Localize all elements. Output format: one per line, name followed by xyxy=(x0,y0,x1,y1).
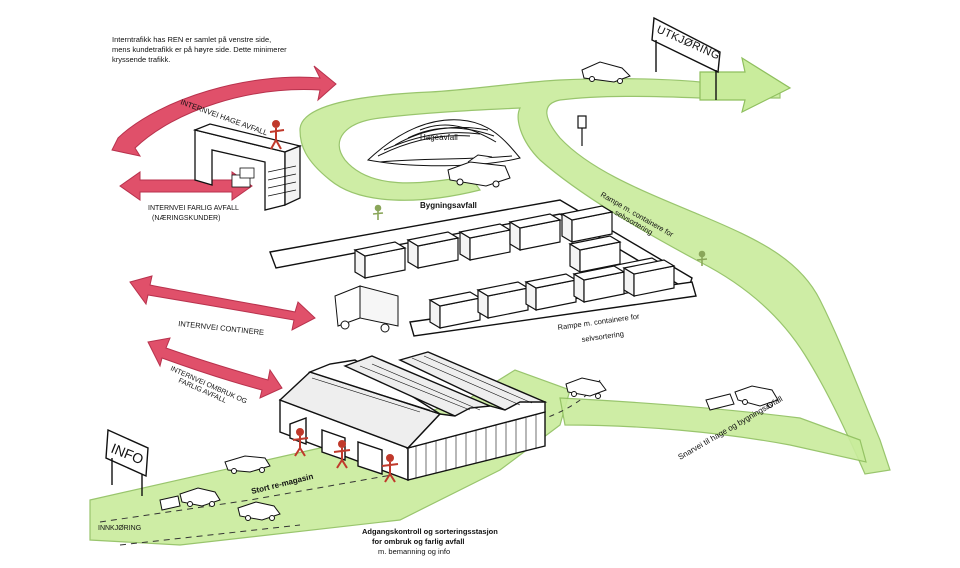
container-2 xyxy=(406,231,460,270)
staff-figure-4 xyxy=(381,454,399,483)
garden-waste-heap xyxy=(366,119,521,167)
label-construction-waste: Bygningsavfall xyxy=(420,201,477,210)
container-3 xyxy=(458,223,512,262)
arrow-internal-hazardous xyxy=(119,171,253,201)
car-entry-3 xyxy=(237,501,281,521)
label-garden-waste: Hageavfall xyxy=(420,133,458,142)
camera-pole xyxy=(577,115,587,146)
label-internal-hazardous-1: INTERNVEI FARLIG AVFALL xyxy=(148,205,239,212)
container-1 xyxy=(353,241,407,280)
note-line-2: mens kundetrafikk er på høyre side. Dett… xyxy=(112,45,287,54)
info-sign xyxy=(105,428,149,496)
staff-figure-2 xyxy=(292,428,309,457)
container-8 xyxy=(428,291,482,330)
station-line-1: Adgangskontroll og sorteringsstasjon xyxy=(362,527,498,536)
truck-container xyxy=(334,285,399,333)
arrow-internal-garden xyxy=(111,65,337,157)
car-trailer-shortcut xyxy=(705,385,779,411)
vehicles xyxy=(159,61,779,521)
containers-group xyxy=(353,205,676,330)
customer-loop-road xyxy=(299,78,891,475)
container-12 xyxy=(622,259,676,298)
staff-figure-3 xyxy=(333,440,351,469)
label-entry: INNKJØRING xyxy=(98,525,141,532)
container-10 xyxy=(524,273,578,312)
container-5 xyxy=(560,205,614,244)
car-shortcut-1 xyxy=(565,377,607,399)
car-trailer-entry-1 xyxy=(224,455,271,474)
intro-note: Interntrafikk has REN er samlet på venst… xyxy=(112,35,287,64)
label-internal-container: INTERNVEI CONTINERE xyxy=(178,319,265,337)
pickup-garden xyxy=(447,154,511,188)
station-line-2: for ombruk og farlig avfall xyxy=(372,537,465,546)
container-4 xyxy=(508,213,562,252)
arrow-internal-container xyxy=(129,275,316,331)
label-ramp-lower-2: selvsortering xyxy=(581,329,624,344)
container-6 xyxy=(568,235,622,274)
internal-road-arrows xyxy=(111,65,337,399)
exit-arrow xyxy=(699,56,792,114)
customer-figures xyxy=(372,204,708,266)
staff-figures xyxy=(269,120,399,483)
station-line-3: m. bemanning og info xyxy=(378,547,450,556)
sorting-station-building xyxy=(278,351,548,482)
note-line-1: Interntrafikk has REN er samlet på venst… xyxy=(112,35,271,44)
staff-figure-1 xyxy=(269,120,285,150)
car-entry-2 xyxy=(159,487,221,511)
hazardous-shelter xyxy=(192,123,303,211)
container-9 xyxy=(476,281,530,320)
label-internal-hazardous-2: (NÆRINGSKUNDER) xyxy=(152,215,220,222)
shortcut-road xyxy=(559,397,867,463)
note-line-3: kryssende trafikk. xyxy=(112,55,170,64)
car-exit xyxy=(581,61,631,84)
exit-sign xyxy=(651,16,721,100)
arrow-internal-reuse xyxy=(147,337,283,399)
